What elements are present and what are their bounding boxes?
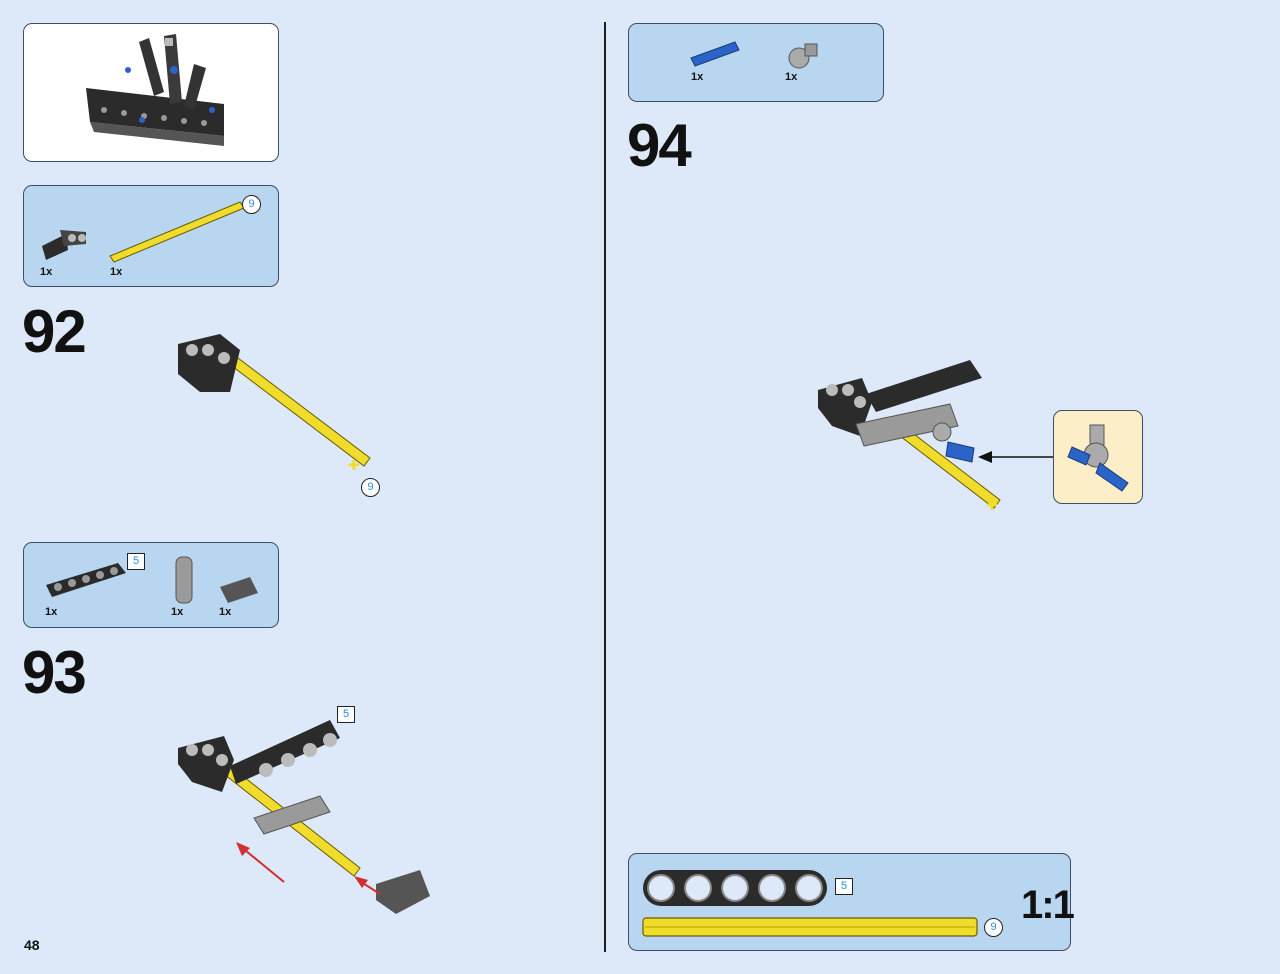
part-qty: 1x [691, 71, 704, 83]
step-number: 92 [22, 298, 87, 365]
part-qty: 1x [110, 266, 123, 278]
axle-length-badge: 9 [984, 918, 1003, 937]
page-number: 48 [24, 937, 40, 953]
scale-reference-panel: 5 9 1:1 [628, 853, 1075, 951]
beam-length-badge: 5 [835, 878, 853, 895]
part-qty: 1x [40, 266, 53, 278]
blue-pin-part-icon [690, 41, 740, 67]
beam-scale-image [643, 870, 827, 906]
svg-text:✚: ✚ [986, 497, 998, 513]
step-number: 94 [627, 112, 692, 179]
axle-scale-image [642, 917, 978, 937]
part-qty: 1x [171, 606, 184, 618]
svg-text:✚: ✚ [348, 457, 360, 473]
insert-arrow [978, 451, 1054, 463]
subassembly-model-image [86, 34, 224, 146]
step-94-model-image: ✚ [818, 360, 1001, 513]
beam-part-icon [46, 563, 126, 597]
step-93-parts-panel: 1x 1x 1x 5 [23, 542, 279, 628]
subassembly-callout [1053, 410, 1143, 504]
step-92-parts-panel: 1x 1x 9 [23, 185, 279, 287]
bushing-part-icon [220, 577, 258, 603]
part-qty: 1x [785, 71, 798, 83]
step-94-parts-panel: 1x 1x [628, 23, 884, 102]
subassembly-overview-panel [23, 23, 279, 162]
step-92-model-image: ✚ [178, 334, 371, 473]
liftarm-part-icon [42, 230, 86, 260]
step-number: 93 [22, 639, 87, 706]
axle-length-badge: 9 [361, 478, 380, 497]
beam-length-badge: 5 [127, 553, 145, 570]
axle-part-icon [109, 201, 245, 263]
callout-subassembly-image [1067, 424, 1129, 492]
axle-pin-connector-part-icon [788, 43, 818, 69]
scale-ratio-label: 1:1 [1021, 883, 1075, 927]
step-93-model-image [178, 720, 430, 914]
page-divider [604, 22, 606, 952]
part-qty: 1x [45, 606, 58, 618]
beam-length-badge: 5 [337, 706, 355, 723]
part-qty: 1x [219, 606, 232, 618]
axle-length-badge: 9 [242, 195, 261, 214]
connector-part-icon [175, 556, 193, 604]
